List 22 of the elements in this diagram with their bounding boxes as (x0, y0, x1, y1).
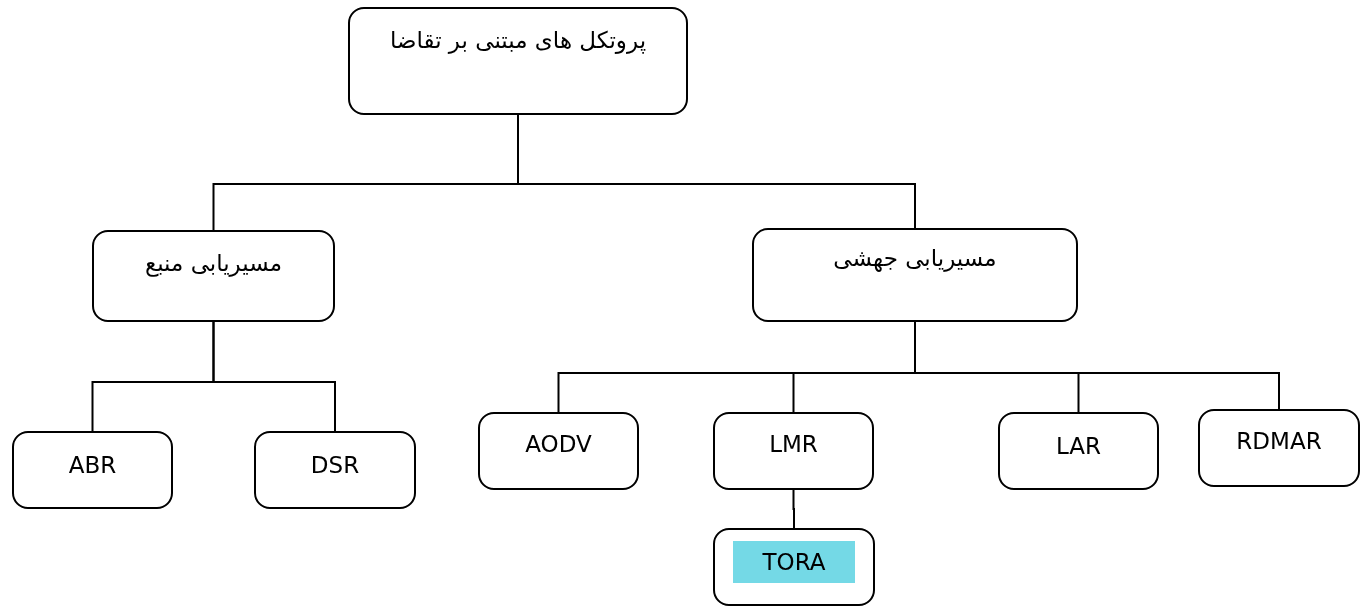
protocol-box (478, 412, 639, 490)
node-label: LAR (1055, 432, 1102, 460)
topic-box (92, 230, 335, 322)
node-label: DSR (310, 451, 360, 479)
connector-line (212, 320, 336, 433)
protocol-box (254, 431, 416, 509)
node-label: LMR (769, 430, 818, 458)
protocol-box (12, 431, 173, 509)
node-label: RDMAR (1236, 427, 1322, 455)
node-label: AODV (525, 430, 592, 458)
node-label: TORA (762, 548, 826, 576)
protocol-box (998, 412, 1159, 490)
node-label: ABR (68, 451, 117, 479)
node-label: مسیریابی منبع (144, 249, 283, 277)
node-label: مسیریابی جهشی (833, 244, 997, 272)
protocol-box (1198, 409, 1360, 487)
protocol-box (713, 412, 874, 490)
topic-box (348, 7, 688, 115)
connector-line (792, 488, 795, 530)
protocol-box (713, 528, 875, 606)
node-label: پروتکل های مبتنی بر تقاضا (389, 26, 647, 54)
topic-box (752, 228, 1078, 322)
